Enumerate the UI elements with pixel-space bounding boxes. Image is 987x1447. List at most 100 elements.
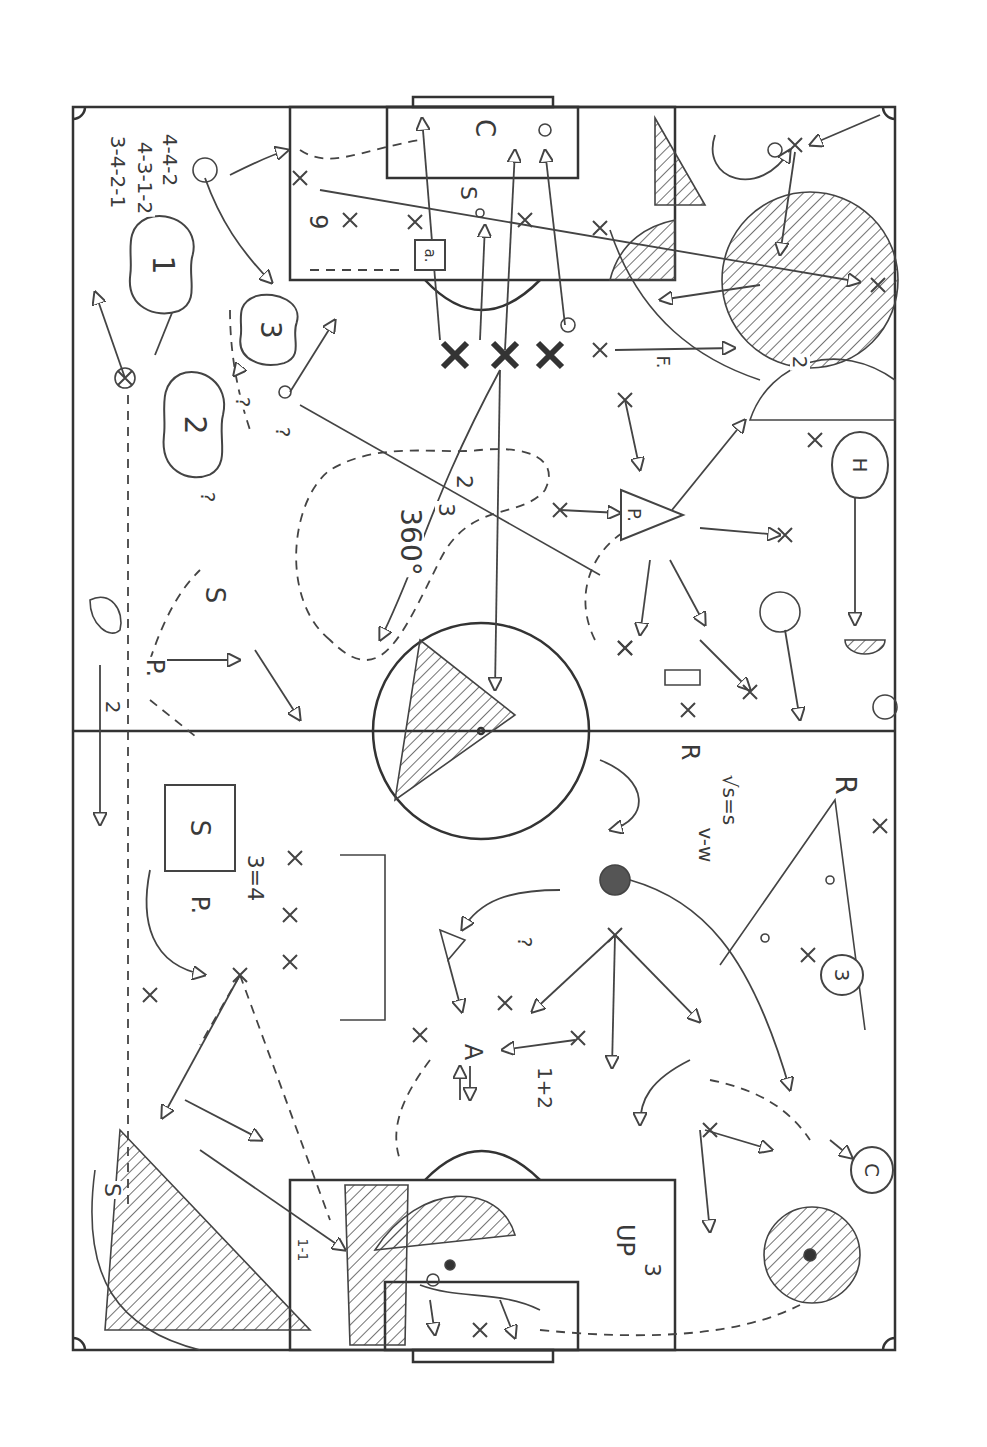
player-zone: 3	[235, 294, 305, 366]
player-crosse-part	[608, 928, 622, 942]
movement-arrow-part	[200, 1150, 345, 1250]
sketch-note: 3	[435, 501, 457, 519]
sketch-note: √s=s	[720, 773, 740, 827]
player-crosse-part	[871, 278, 885, 292]
sketch-note: 2	[790, 354, 810, 371]
marker-shape: a.	[415, 240, 445, 270]
node-text: H	[850, 457, 870, 472]
sketch-note: 360°	[396, 506, 424, 577]
player-crosse-part	[143, 988, 157, 1002]
sketch-line-part	[845, 640, 885, 654]
pitch-line-part	[425, 1151, 540, 1180]
sketch-line-part	[600, 865, 630, 895]
dashed-runs	[128, 140, 810, 1335]
movement-arrow-part	[462, 890, 560, 930]
sketch-line-part	[561, 318, 575, 332]
movement-arrow-part	[469, 1066, 471, 1100]
pitch-line-part	[385, 1282, 578, 1350]
sketch-note: P.	[188, 894, 212, 916]
player-crosse-part	[498, 996, 512, 1010]
sketch-line-part	[826, 876, 834, 884]
sketch-note: R	[831, 773, 859, 796]
movement-arrow-part	[700, 1130, 710, 1232]
player-crosse-part	[288, 851, 302, 865]
player-zone: 2	[158, 371, 232, 479]
sketch-note: 1-1	[296, 1237, 310, 1264]
pitch-line-part	[290, 1180, 675, 1350]
marker-shape: S	[165, 785, 235, 871]
sketch-line-part	[440, 930, 465, 960]
pitch-line-part	[290, 107, 675, 280]
node-text: 1	[148, 255, 178, 274]
sketch-line-part	[539, 124, 551, 136]
sketch-note: F.	[654, 353, 672, 370]
sketch-line-part	[115, 368, 135, 388]
player-zone: 1	[124, 215, 202, 315]
pitch-line-part	[413, 97, 553, 107]
dashed-run-part	[150, 570, 200, 660]
movement-arrow-part	[670, 560, 705, 625]
dashed-run-part	[150, 700, 200, 740]
sketch-line-part	[720, 800, 865, 1030]
node-text: a.	[423, 248, 438, 262]
movement-arrow-part	[95, 292, 125, 378]
sketch-note: 3-4-2-1	[108, 134, 128, 211]
player-crosse-part	[618, 641, 632, 655]
movement-arrow-part	[700, 528, 780, 535]
movement-arrow-part	[630, 880, 790, 1090]
sketch-note: UP	[613, 1222, 637, 1258]
dashed-run-part	[300, 140, 420, 159]
dashed-run-part	[240, 975, 330, 1220]
movement-arrow-part	[615, 348, 735, 350]
node-text: 2	[180, 415, 210, 434]
sketch-line-part	[804, 1249, 816, 1261]
dashed-run-part	[296, 449, 549, 660]
player-crosse-part	[743, 685, 757, 699]
movement-arrow-part	[612, 935, 615, 1068]
movement-arrow-part	[615, 935, 700, 1022]
movement-arrow-part	[430, 1300, 435, 1335]
sketch-line-part	[768, 143, 782, 157]
player-crosse-part	[703, 1123, 717, 1137]
movement-arrow-part	[532, 935, 615, 1012]
player-crosse-part	[283, 955, 297, 969]
player-crosse-part	[593, 343, 607, 357]
player-crosse-part	[571, 1031, 585, 1045]
movement-arrow-part	[448, 960, 462, 1012]
node-outline-shape	[240, 295, 297, 365]
player-crosse-part	[518, 213, 532, 227]
sketch-note: 3=4	[244, 853, 266, 903]
sketch-line-part	[445, 1260, 455, 1270]
movement-connector	[234, 368, 240, 375]
dashed-run-part	[127, 395, 129, 1210]
sketch-line-part	[300, 405, 600, 575]
hatched-zone-part	[750, 359, 895, 420]
sketch-note: R	[678, 742, 702, 763]
movement-arrow-part	[459, 1066, 461, 1100]
movement-arrow-part	[147, 870, 205, 975]
movement-arrow-part	[545, 150, 565, 325]
sketch-line-part	[665, 670, 700, 685]
sketch-note: ?	[273, 425, 293, 440]
sketch-line-part	[279, 386, 291, 398]
sketch-note: ?	[198, 490, 218, 505]
movement-arrow-part	[185, 1100, 262, 1140]
player-crosse-part	[343, 213, 357, 227]
movement-arrow-part	[500, 1300, 515, 1338]
node-outline-shape	[164, 372, 225, 477]
sketch-note: 4-4-2	[160, 132, 180, 189]
sketch-note: 3	[641, 1261, 663, 1279]
movement-arrow-part	[625, 400, 640, 470]
marker-shape: C	[851, 1147, 893, 1193]
sketch-line-part	[760, 592, 800, 632]
player-crosse-part	[408, 215, 422, 229]
node-outline-shape	[832, 432, 888, 498]
movement-arrow-part	[660, 285, 760, 300]
player-crosse-part	[618, 641, 632, 655]
marker-shape: P.	[621, 490, 683, 540]
dashed-run-part	[540, 1305, 800, 1335]
sketch-line-part	[427, 1274, 439, 1286]
pitch-line-part	[387, 107, 578, 178]
movement-arrow-part	[640, 560, 650, 635]
